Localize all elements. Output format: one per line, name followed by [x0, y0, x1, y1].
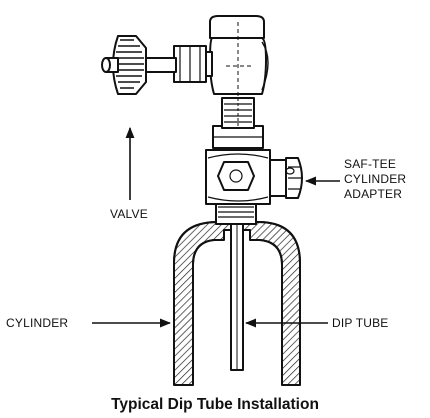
adapter-label-line1: SAF-TEE: [344, 157, 396, 171]
saf-tee-adapter: [205, 125, 303, 205]
dip-tube-label: DIP TUBE: [332, 316, 389, 330]
figure-caption: Typical Dip Tube Installation: [111, 396, 319, 413]
adapter-label-line3: ADAPTER: [344, 187, 402, 201]
cylinder-body: [173, 221, 301, 386]
valve-body: [139, 15, 269, 100]
valve-label: VALVE: [110, 207, 148, 221]
valve-adapter-coupling: [221, 97, 255, 129]
cylinder-label: CYLINDER: [6, 316, 68, 330]
cylinder-neck-thread: [215, 201, 257, 225]
dip-tube: [230, 213, 244, 371]
valve-handwheel: [101, 35, 147, 95]
adapter-label-line2: CYLINDER: [344, 172, 406, 186]
